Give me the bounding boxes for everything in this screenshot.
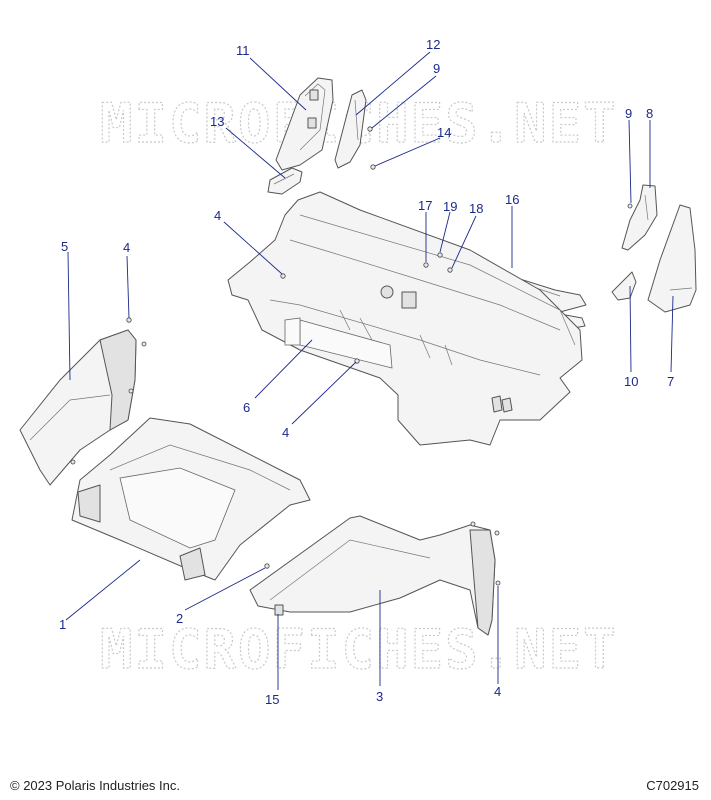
part-13-clip (267, 167, 303, 195)
callout-8: 8 (646, 106, 653, 121)
part-9-fastener-right (627, 203, 633, 209)
callout-16: 16 (505, 192, 519, 207)
callout-1: 1 (59, 617, 66, 632)
callout-labels: 11 12 9 13 14 9 8 4 17 19 18 16 5 4 6 4 … (59, 37, 674, 707)
part-7-panel (647, 204, 697, 313)
part-1-hood (71, 417, 311, 581)
part-9-fastener-top (367, 126, 373, 132)
callout-5: 5 (61, 239, 68, 254)
callout-12: 12 (426, 37, 440, 52)
callout-14: 14 (437, 125, 451, 140)
callout-6: 6 (243, 400, 250, 415)
part-12-bracket (334, 89, 367, 169)
callout-19: 19 (443, 199, 457, 214)
main-bulkhead-assembly (227, 191, 583, 446)
callout-9-right: 9 (625, 106, 632, 121)
figure-id: C702915 (646, 778, 699, 793)
part-15-clip (274, 604, 284, 616)
callout-4-mid: 4 (282, 425, 289, 440)
callout-9-top: 9 (433, 61, 440, 76)
callout-11: 11 (236, 43, 250, 58)
callout-15: 15 (265, 692, 279, 707)
part-11-bracket (275, 77, 334, 171)
callout-17: 17 (418, 198, 432, 213)
part-5-side-panel (19, 317, 147, 486)
callout-4-bottom: 4 (494, 684, 501, 699)
callout-3: 3 (376, 689, 383, 704)
part-3-fender-panel (249, 515, 501, 636)
callout-4-left: 4 (123, 240, 130, 255)
callout-4-upper: 4 (214, 208, 221, 223)
part-14-fastener (370, 164, 376, 170)
copyright-notice: © 2023 Polaris Industries Inc. (10, 778, 180, 793)
callout-2: 2 (176, 611, 183, 626)
callout-10: 10 (624, 374, 638, 389)
callout-18: 18 (469, 201, 483, 216)
watermark-bottom: MICROFICHES.NET (100, 618, 618, 681)
part-10-bracket (611, 271, 637, 301)
callout-7: 7 (667, 374, 674, 389)
part-8-bracket (621, 184, 658, 251)
leader-lines (65, 51, 674, 690)
callout-13: 13 (210, 114, 224, 129)
